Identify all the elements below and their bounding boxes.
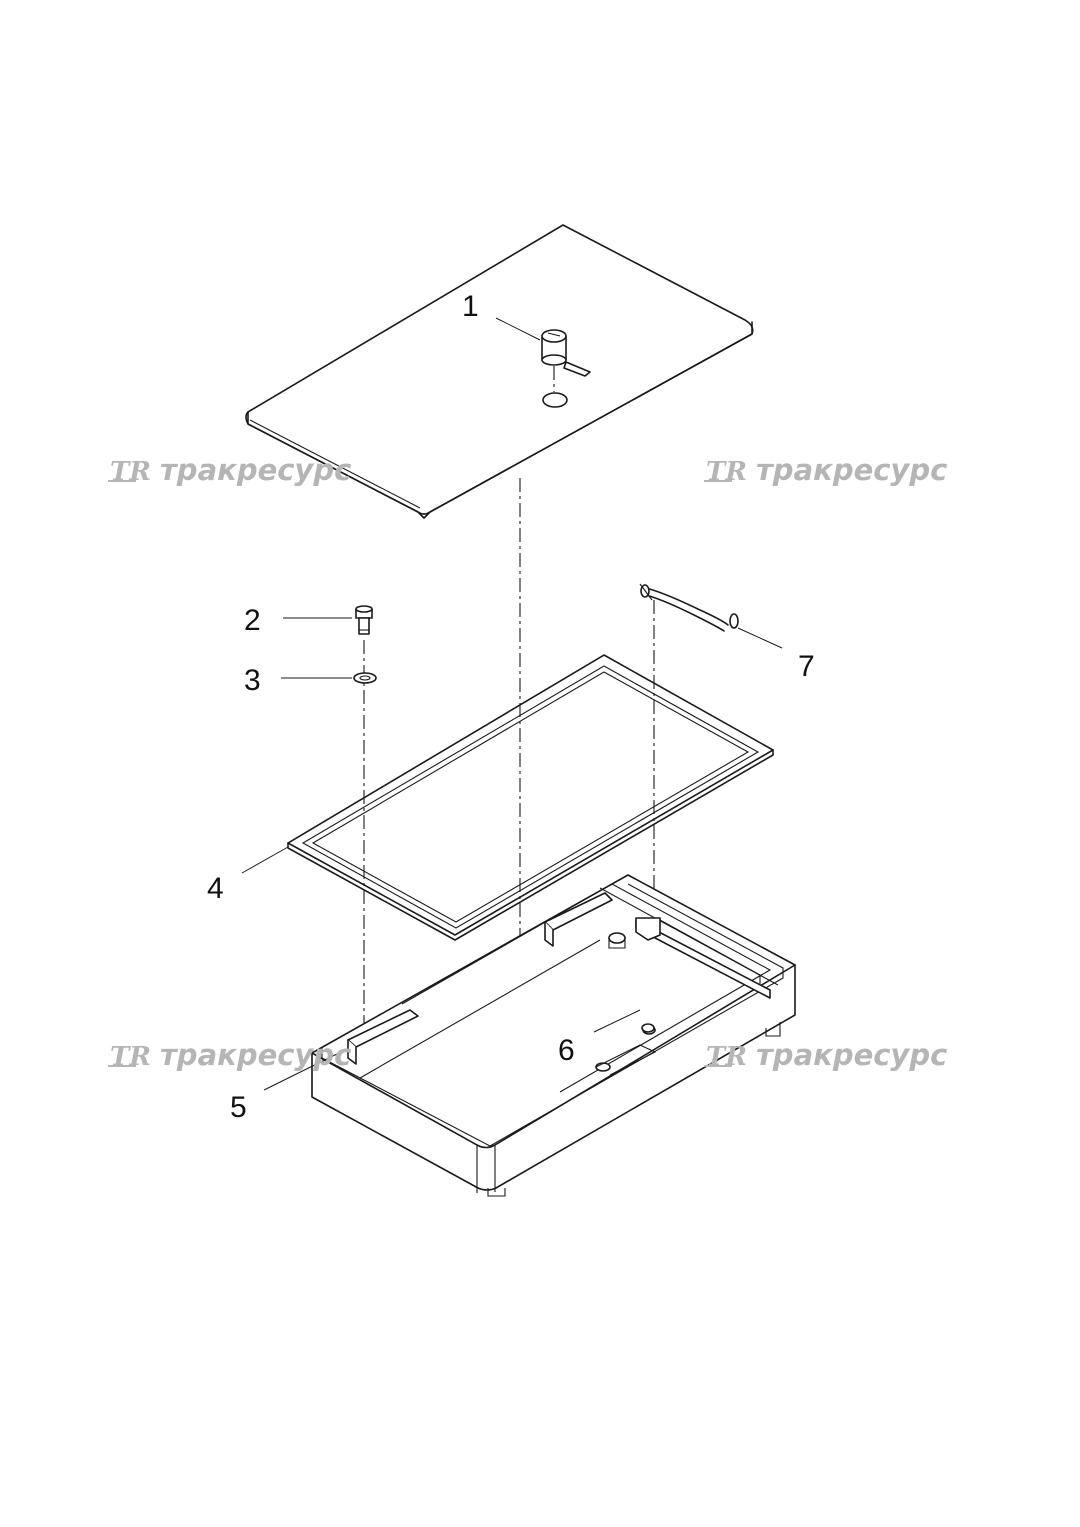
callout-7: 7 [798,650,815,683]
callout-6: 6 [558,1034,575,1067]
watermark-logo: TR [706,457,747,487]
watermark-top-left: TR тракресурс [108,453,351,487]
callout-1: 1 [462,290,479,323]
callout-3: 3 [244,664,261,697]
watermark-bottom-left: TR тракресурс [108,1038,351,1072]
watermark-text: тракресурс [160,1038,351,1072]
part-4-gasket [287,654,774,941]
part-5-tray [311,874,796,1197]
callout-2: 2 [244,604,261,637]
callout-4: 4 [207,872,224,905]
part-7-wire [639,583,739,632]
watermark-logo: TR [110,457,151,487]
callout-labels: 1 2 3 4 5 6 7 [207,290,815,1124]
watermark-logo: TR [110,1042,151,1072]
watermark-bottom-right: TR тракресурс [704,1038,947,1072]
watermark-logo: TR [706,1042,747,1072]
watermark-text: тракресурс [160,453,351,487]
watermark-text: тракресурс [756,453,947,487]
part-6-plug [641,1023,655,1033]
leader-lines [241,317,783,1091]
part-2-bolt [355,605,373,635]
watermark-top-right: TR тракресурс [704,453,947,487]
part-1-lid [245,224,754,519]
part-3-washer [353,672,377,684]
callout-5: 5 [230,1091,247,1124]
watermark-text: тракресурс [756,1038,947,1072]
